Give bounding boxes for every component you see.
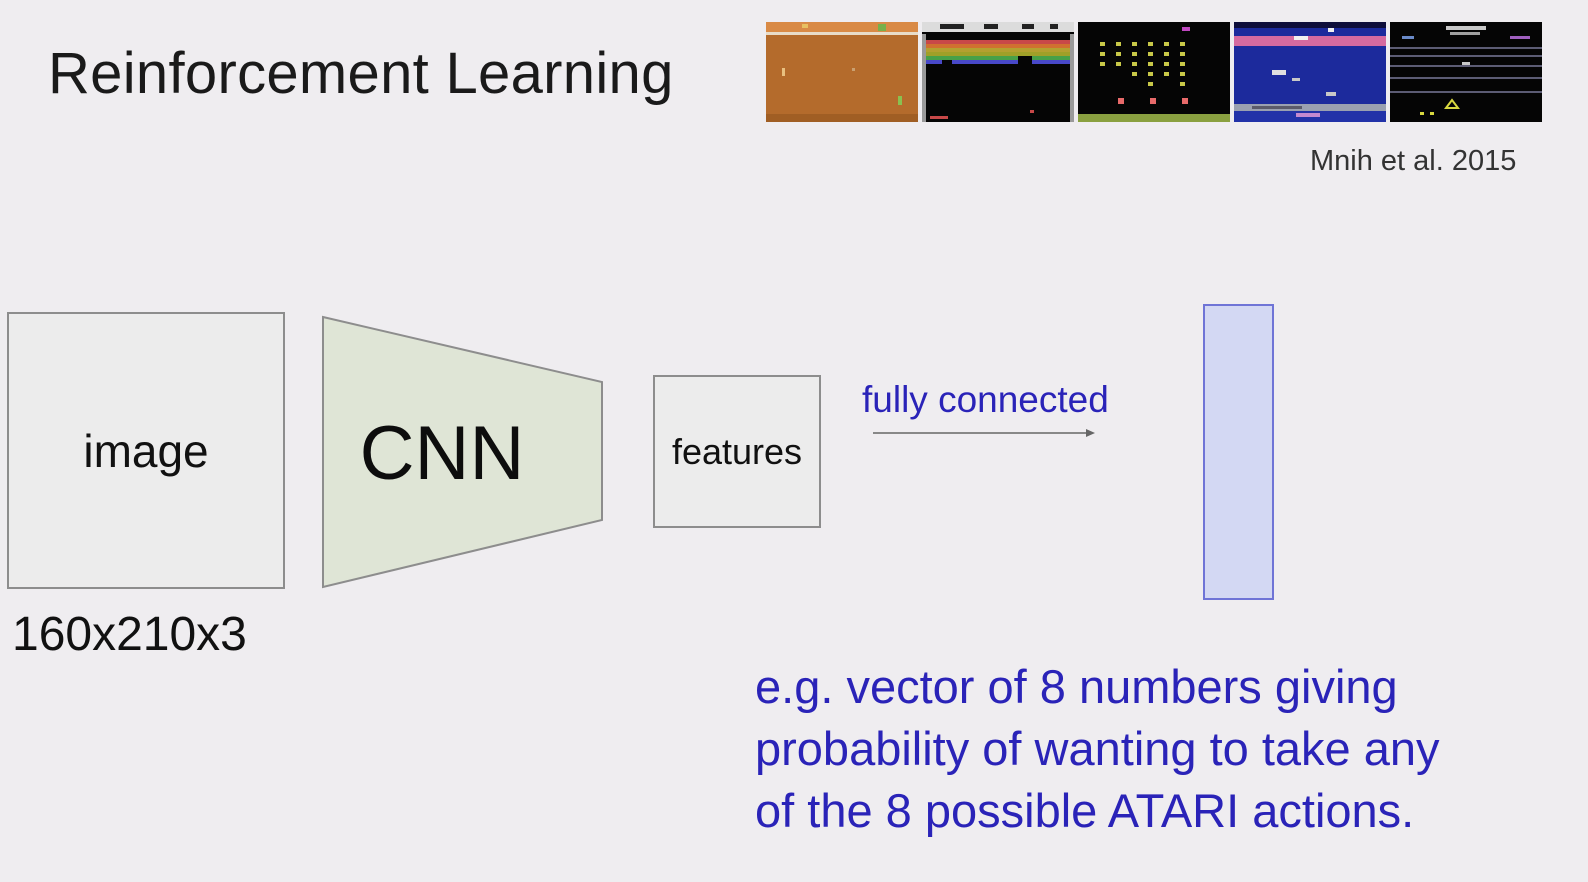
atari-thumbnail-4 <box>1234 22 1386 122</box>
caption-line-3: of the 8 possible ATARI actions. <box>755 784 1415 837</box>
caption: e.g. vector of 8 numbers giving probabil… <box>755 656 1555 842</box>
caption-line-2: probability of wanting to take any <box>755 722 1440 775</box>
cnn-trapezoid <box>322 315 603 589</box>
input-dimensions: 160x210x3 <box>12 608 247 661</box>
fully-connected-label: fully connected <box>862 379 1109 420</box>
features-box: features <box>653 375 821 528</box>
atari-thumbnail-2 <box>922 22 1074 122</box>
cnn-label: CNN <box>359 411 525 496</box>
input-image-label: image <box>83 424 209 477</box>
features-label: features <box>671 430 803 472</box>
citation: Mnih et al. 2015 <box>1310 145 1517 177</box>
caption-line-1: e.g. vector of 8 numbers giving <box>755 660 1398 713</box>
input-image-box: image <box>7 312 285 589</box>
atari-thumbnail-1 <box>766 22 918 122</box>
output-vector <box>1203 304 1274 600</box>
atari-thumbnail-5 <box>1390 22 1542 122</box>
slide-title: Reinforcement Learning <box>48 41 674 106</box>
atari-thumbnail-3 <box>1078 22 1230 122</box>
arrow-head <box>1086 429 1095 437</box>
